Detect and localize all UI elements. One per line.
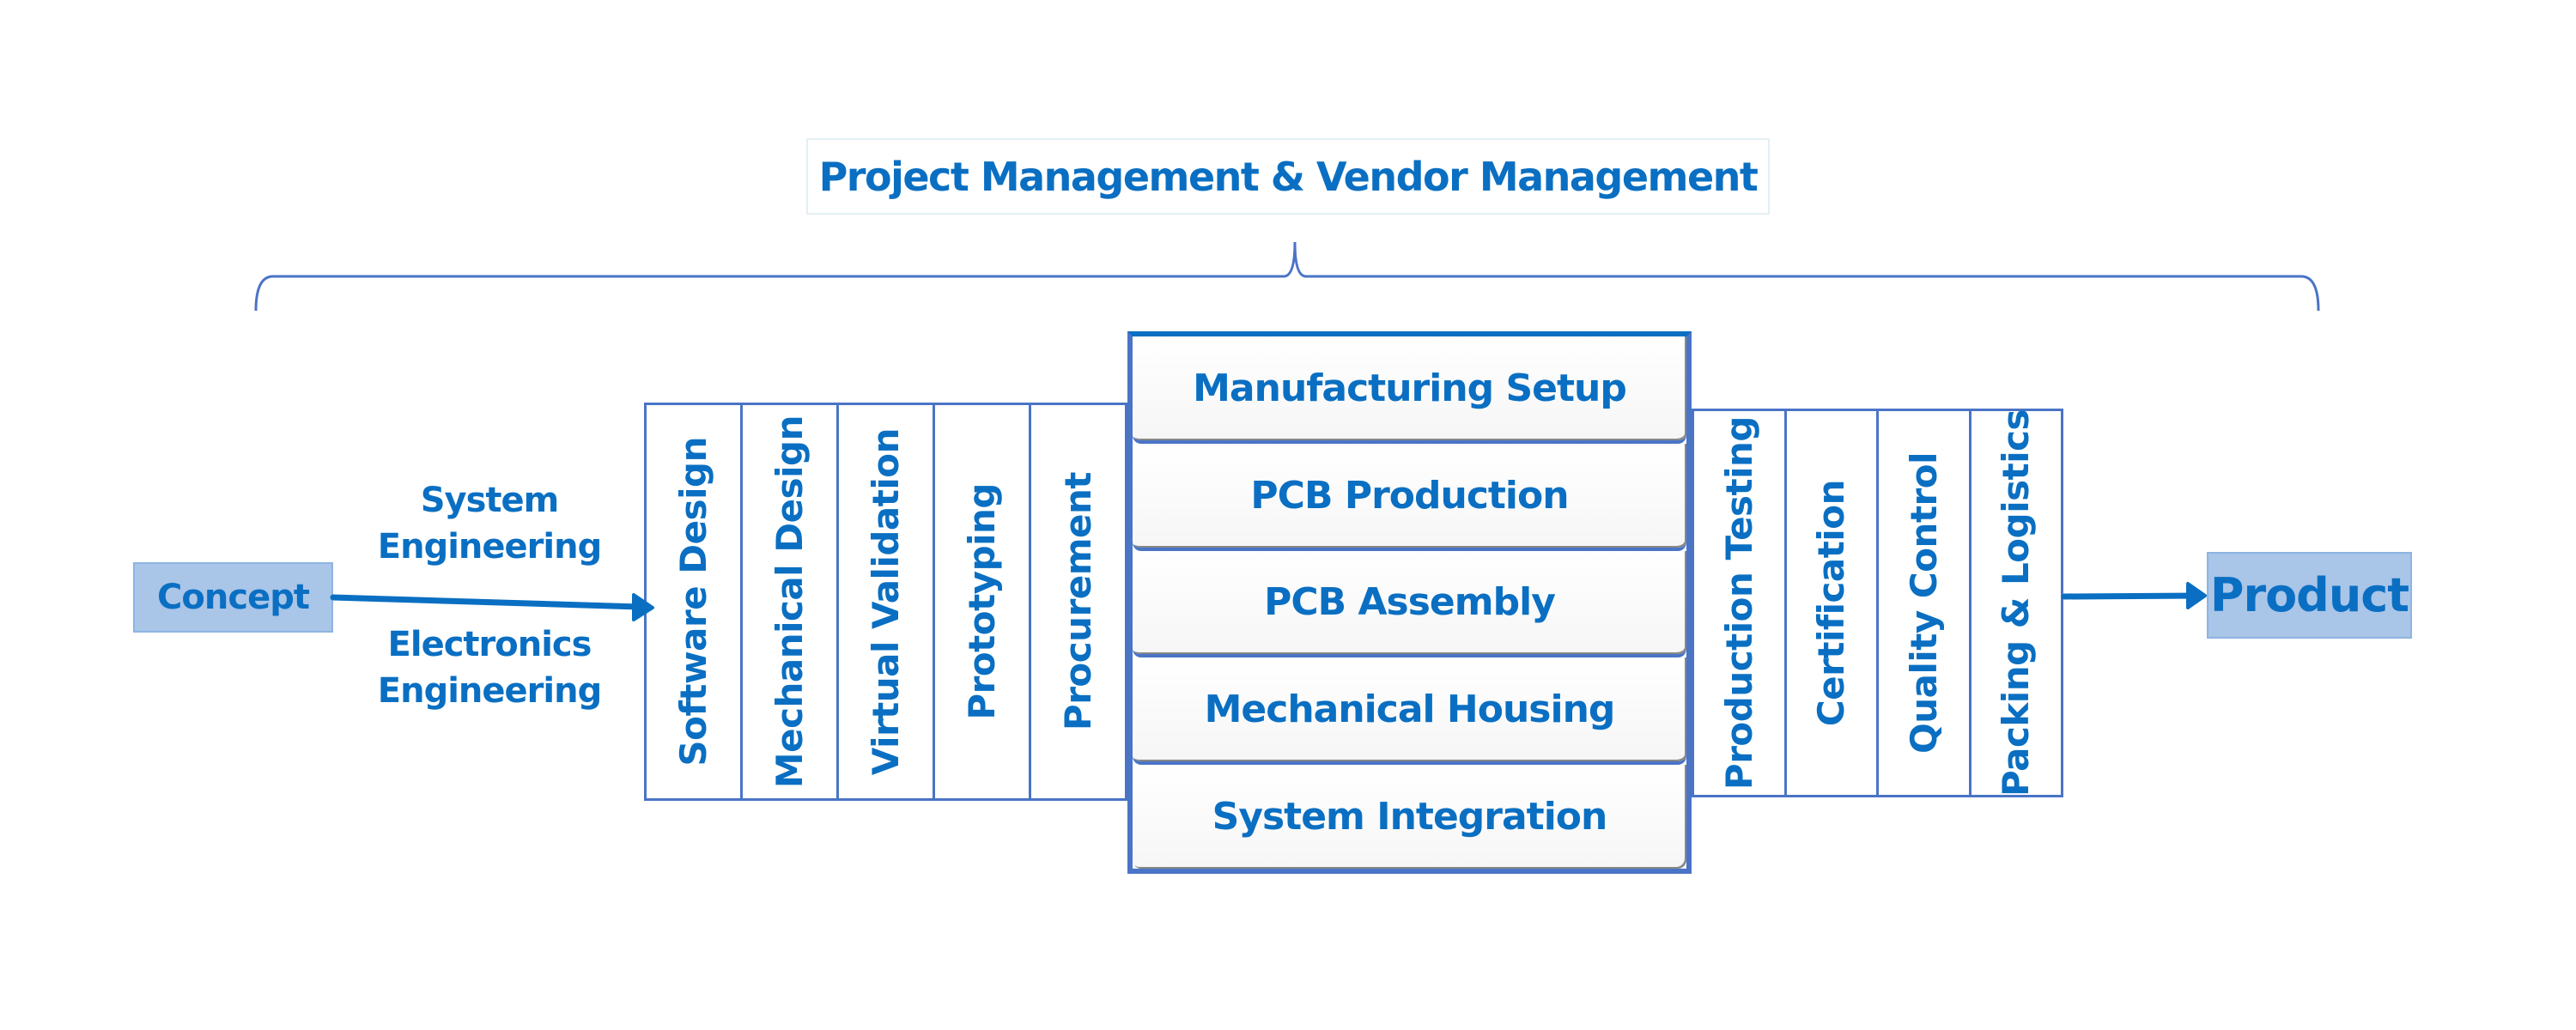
stage-label: Mechanical Design: [769, 415, 811, 789]
product-label: Product: [2209, 568, 2409, 622]
concept-box: Concept: [133, 562, 333, 633]
electronics-engineering-label: Electronics Engineering: [361, 621, 618, 714]
stage-virtual-validation: Virtual Validation: [839, 405, 935, 798]
stage-label: Procurement: [1057, 472, 1099, 731]
title-box: Project Management & Vendor Management: [806, 138, 1770, 215]
stage-quality-control: Quality Control: [1879, 411, 1971, 795]
stage-label: Software Design: [672, 437, 714, 766]
stage-label: Packing & Logistics: [1995, 409, 2038, 797]
label-line: System: [420, 481, 560, 520]
stage-label: System Integration: [1212, 795, 1608, 839]
design-stages-group: Software Design Mechanical Design Virtua…: [644, 403, 1127, 801]
stage-manufacturing-setup: Manufacturing Setup: [1133, 336, 1686, 444]
stage-label: Prototyping: [961, 483, 1003, 720]
stage-label: Production Testing: [1717, 415, 1760, 791]
stage-software-design: Software Design: [647, 405, 743, 798]
stage-system-integration: System Integration: [1133, 765, 1686, 869]
stage-packing-logistics: Packing & Logistics: [1971, 409, 2062, 797]
system-engineering-label: System Engineering: [361, 477, 618, 570]
stage-mechanical-design: Mechanical Design: [743, 405, 839, 798]
stage-label: Manufacturing Setup: [1193, 366, 1627, 410]
delivery-stages-group: Production Testing Certification Quality…: [1692, 409, 2063, 797]
stage-production-testing: Production Testing: [1694, 411, 1787, 795]
stage-procurement: Procurement: [1031, 405, 1125, 798]
manufacturing-stages-stack: Manufacturing Setup PCB Production PCB A…: [1127, 331, 1692, 874]
product-box: Product: [2207, 552, 2412, 639]
stage-label: Virtual Validation: [865, 427, 907, 776]
label-line: Electronics: [387, 625, 592, 664]
stage-pcb-assembly: PCB Assembly: [1133, 550, 1686, 658]
stage-prototyping: Prototyping: [935, 405, 1031, 798]
stage-label: PCB Assembly: [1264, 580, 1556, 625]
stage-label: Quality Control: [1902, 452, 1945, 754]
concept-label: Concept: [157, 578, 310, 617]
label-line: Engineering: [377, 527, 602, 566]
label-line: Engineering: [377, 671, 602, 711]
stage-label: Certification: [1810, 479, 1853, 727]
stage-label: Mechanical Housing: [1204, 688, 1616, 732]
stage-label: PCB Production: [1250, 473, 1569, 518]
stage-certification: Certification: [1787, 411, 1879, 795]
brace-path: [254, 241, 2320, 312]
diagram-title: Project Management & Vendor Management: [818, 153, 1759, 200]
stage-mechanical-housing: Mechanical Housing: [1133, 657, 1686, 766]
stage-pcb-production: PCB Production: [1133, 443, 1686, 551]
